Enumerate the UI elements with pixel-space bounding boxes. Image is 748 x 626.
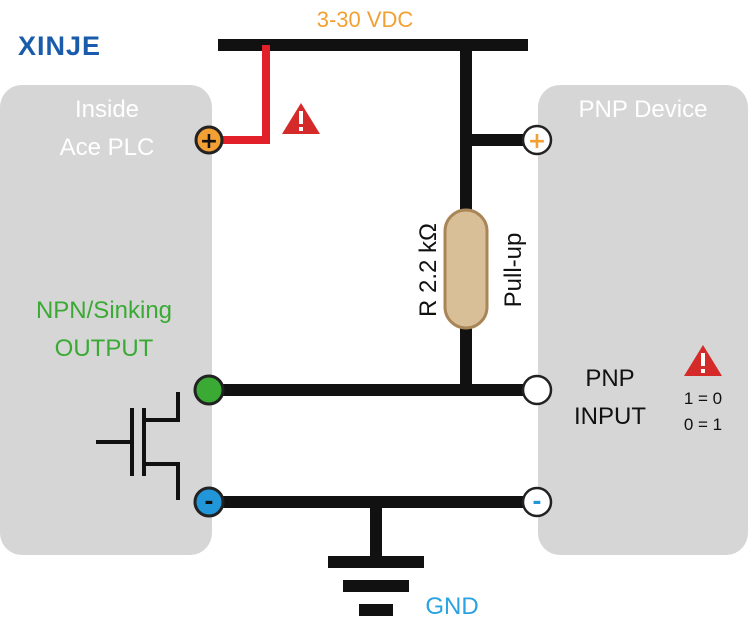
red-supply-wire <box>210 45 270 144</box>
device-input-terminal <box>521 374 553 406</box>
brand-logo: XINJE <box>18 31 101 61</box>
resistor-role-label: Pull-up <box>500 233 527 308</box>
pnp-input-line1: PNP <box>585 365 634 392</box>
warning-icon <box>282 103 320 134</box>
plc-output-terminal <box>193 374 225 406</box>
plc-title-line1: Inside <box>75 96 139 123</box>
resistor-value-label: R 2.2 kΩ <box>415 223 442 317</box>
ground-label: GND <box>425 593 478 620</box>
npn-output-line1: NPN/Sinking <box>36 297 172 324</box>
ground-symbol-bar1 <box>328 556 424 568</box>
pnp-device-title: PNP Device <box>579 96 708 123</box>
device-minus-terminal: - <box>521 486 553 518</box>
svg-text:-: - <box>532 490 541 515</box>
svg-text:+: + <box>200 129 218 154</box>
plc-minus-terminal: - <box>193 486 225 518</box>
npn-transistor-icon <box>96 392 180 500</box>
ground-symbol-bar2 <box>343 580 409 592</box>
ground-symbol-bar3 <box>359 604 393 616</box>
device-plus-terminal: + <box>521 124 553 156</box>
npn-output-line2: OUTPUT <box>55 335 154 362</box>
svg-text:+: + <box>528 129 546 154</box>
plc-plus-terminal: + <box>194 125 224 155</box>
logic-warning-icon <box>684 345 722 376</box>
pnp-input-line2: INPUT <box>574 403 646 430</box>
pullup-resistor <box>443 208 489 330</box>
pnp-device-box <box>538 85 748 555</box>
supply-voltage-label: 3-30 VDC <box>317 7 414 32</box>
logic-note-line2: 0 = 1 <box>684 415 722 434</box>
plc-title-line2: Ace PLC <box>60 134 155 161</box>
supply-bus <box>218 39 528 51</box>
svg-text:-: - <box>204 490 213 515</box>
plc-box <box>0 85 212 555</box>
logic-note-line1: 1 = 0 <box>684 389 722 408</box>
